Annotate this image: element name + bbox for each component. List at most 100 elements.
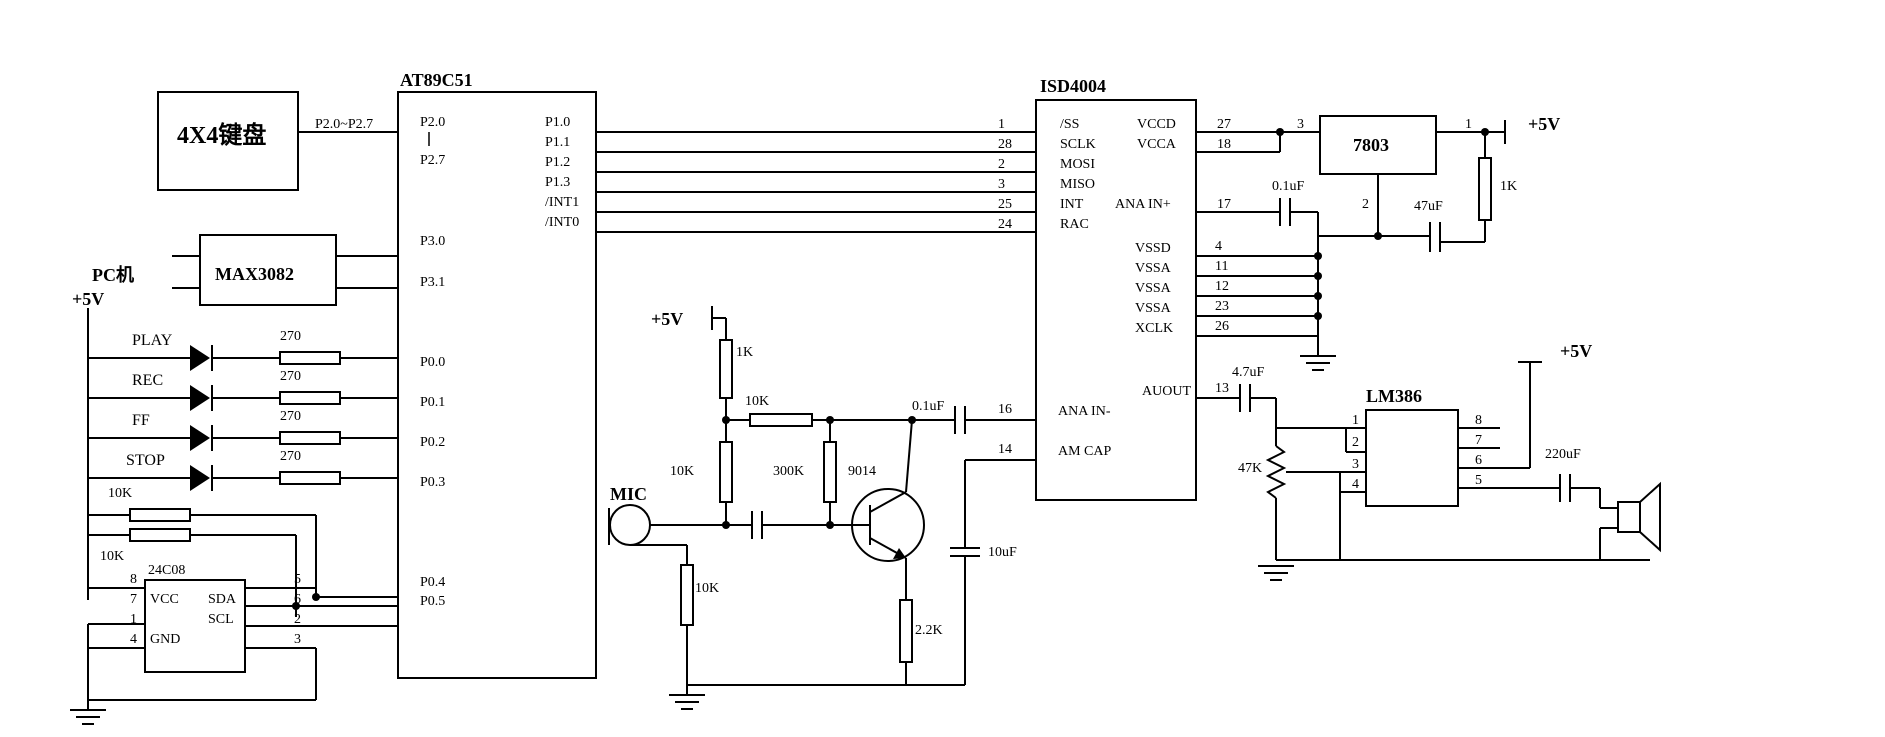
led-row: STOP 270 <box>88 449 398 491</box>
vcc-label-amp: +5V <box>1560 341 1592 361</box>
pin-p3-1: P3.1 <box>420 275 445 290</box>
isd-n16: 16 <box>998 402 1012 417</box>
led-r-label: 270 <box>280 369 301 384</box>
led-row: REC 270 <box>88 369 398 411</box>
led-r-label: 270 <box>280 409 301 424</box>
eep-pin3: 3 <box>294 632 301 647</box>
isd-n13: 13 <box>1215 381 1229 396</box>
isd-n1: 1 <box>998 117 1005 132</box>
isd-int: INT <box>1060 197 1084 212</box>
q9014-label: 9014 <box>848 464 876 479</box>
isd-n2: 2 <box>998 157 1005 172</box>
r1k-top-label: 1K <box>1500 179 1517 194</box>
keypad-block: 4X4键盘 P2.0~P2.7 <box>157 91 398 191</box>
pin-p1-1: P1.1 <box>545 135 570 150</box>
eep-vcc: VCC <box>150 592 179 607</box>
isd-vcca: VCCA <box>1137 137 1177 152</box>
isd-ana-in-minus: ANA IN- <box>1058 404 1111 419</box>
pin-p2-7: P2.7 <box>420 153 445 168</box>
eep-sda: SDA <box>208 592 237 607</box>
keypad-label: 4X4键盘 <box>177 121 266 149</box>
mic-label: MIC <box>610 484 647 504</box>
isd-am-cap: AM CAP <box>1058 444 1112 459</box>
pc-label: PC机 <box>92 265 134 285</box>
pot-label: 47K <box>1238 461 1262 476</box>
pin-p0-1: P0.1 <box>420 395 445 410</box>
pin-int0: /INT0 <box>545 215 579 230</box>
isd-ss: /SS <box>1060 117 1079 132</box>
c220-label: 220uF <box>1545 447 1581 462</box>
r10k-a-label: 10K <box>108 486 132 501</box>
led-rec-label: REC <box>132 372 163 389</box>
isd-n27: 27 <box>1217 117 1231 132</box>
pin-p0-0: P0.0 <box>420 355 445 370</box>
pin-p1-0: P1.0 <box>545 115 570 130</box>
reg-pin1: 1 <box>1465 117 1472 132</box>
eeprom-block: 10K 10K 24C08 VCC GND SDA SCL 8 7 1 4 5 … <box>70 486 398 725</box>
vcc-label-mic: +5V <box>651 309 683 329</box>
lm-n3: 3 <box>1352 457 1359 472</box>
lm-n7: 7 <box>1475 433 1482 448</box>
c47-out-label: 4.7uF <box>1232 365 1265 380</box>
c10u-label: 10uF <box>988 545 1017 560</box>
isd-sclk: SCLK <box>1060 137 1096 152</box>
vcc-label-reg: +5V <box>1528 114 1560 134</box>
isd-n25: 25 <box>998 197 1012 212</box>
mic-preamp: +5V 1K 10K 10K 300K 0.1uF 10uF <box>608 306 1036 710</box>
pin-p0-3: P0.3 <box>420 475 445 490</box>
eep-pin1: 1 <box>130 612 137 627</box>
led-row: FF 270 <box>88 409 398 451</box>
regulator-block: 7803 3 1 2 +5V 1K 47uF 0.1uF <box>1196 114 1560 252</box>
lm-n5: 5 <box>1475 473 1482 488</box>
isd-ground-bus <box>1196 236 1336 371</box>
isd-auout: AUOUT <box>1142 384 1191 399</box>
isd-vssa-3: VSSA <box>1135 301 1172 316</box>
isd-n3: 3 <box>998 177 1005 192</box>
amp-block: 4.7uF 47K LM386 1 2 3 4 8 7 6 5 +5V <box>1196 341 1661 581</box>
pin-p2-0: P2.0 <box>420 115 445 130</box>
r300k-label: 300K <box>773 464 804 479</box>
max3082-label: MAX3082 <box>215 264 294 284</box>
isd4004-chip: ISD4004 /SS SCLK MOSI MISO INT RAC ANA I… <box>998 76 1231 501</box>
r1k-bias-label: 1K <box>736 345 753 360</box>
at89c51-label: AT89C51 <box>400 70 473 90</box>
r10k-h-label: 10K <box>745 394 769 409</box>
isd-miso: MISO <box>1060 177 1095 192</box>
at89c51-chip: AT89C51 P2.0 P2.7 P3.0 P3.1 P0.0 P0.1 P0… <box>397 70 597 679</box>
isd-mosi: MOSI <box>1060 157 1095 172</box>
pin-p0-2: P0.2 <box>420 435 445 450</box>
r10k-b-label: 10K <box>100 549 124 564</box>
eep-pin5: 5 <box>294 572 301 587</box>
isd-vssa-1: VSSA <box>1135 261 1172 276</box>
lm-n8: 8 <box>1475 413 1482 428</box>
isd-vssd: VSSD <box>1135 241 1171 256</box>
pin-p1-3: P1.3 <box>545 175 570 190</box>
r22k-label: 2.2K <box>915 623 943 638</box>
isd-n26: 26 <box>1215 319 1229 334</box>
pin-p1-2: P1.2 <box>545 155 570 170</box>
isd-vccd: VCCD <box>1137 117 1176 132</box>
isd-n4: 4 <box>1215 239 1222 254</box>
led-r-label: 270 <box>280 449 301 464</box>
eep-pin6: 6 <box>294 592 301 607</box>
isd-ana-in-plus: ANA IN+ <box>1115 197 1171 212</box>
reg-label: 7803 <box>1353 135 1389 155</box>
c01-in-label: 0.1uF <box>912 399 945 414</box>
isd-n12: 12 <box>1215 279 1229 294</box>
spi-bus <box>596 131 1036 233</box>
isd-n24: 24 <box>998 217 1012 232</box>
pin-p0-5: P0.5 <box>420 594 445 609</box>
eeprom-label: 24C08 <box>148 563 185 578</box>
isd-n14: 14 <box>998 442 1012 457</box>
max3082-block: MAX3082 PC机 <box>92 234 398 306</box>
isd-n17: 17 <box>1217 197 1231 212</box>
led-play-label: PLAY <box>132 332 173 349</box>
pin-int1: /INT1 <box>545 195 579 210</box>
reg-pin3: 3 <box>1297 117 1304 132</box>
keypad-bus-label: P2.0~P2.7 <box>315 117 373 132</box>
lm386-label: LM386 <box>1366 386 1422 406</box>
lm-n1: 1 <box>1352 413 1359 428</box>
eep-scl: SCL <box>208 612 234 627</box>
isd-n23: 23 <box>1215 299 1229 314</box>
